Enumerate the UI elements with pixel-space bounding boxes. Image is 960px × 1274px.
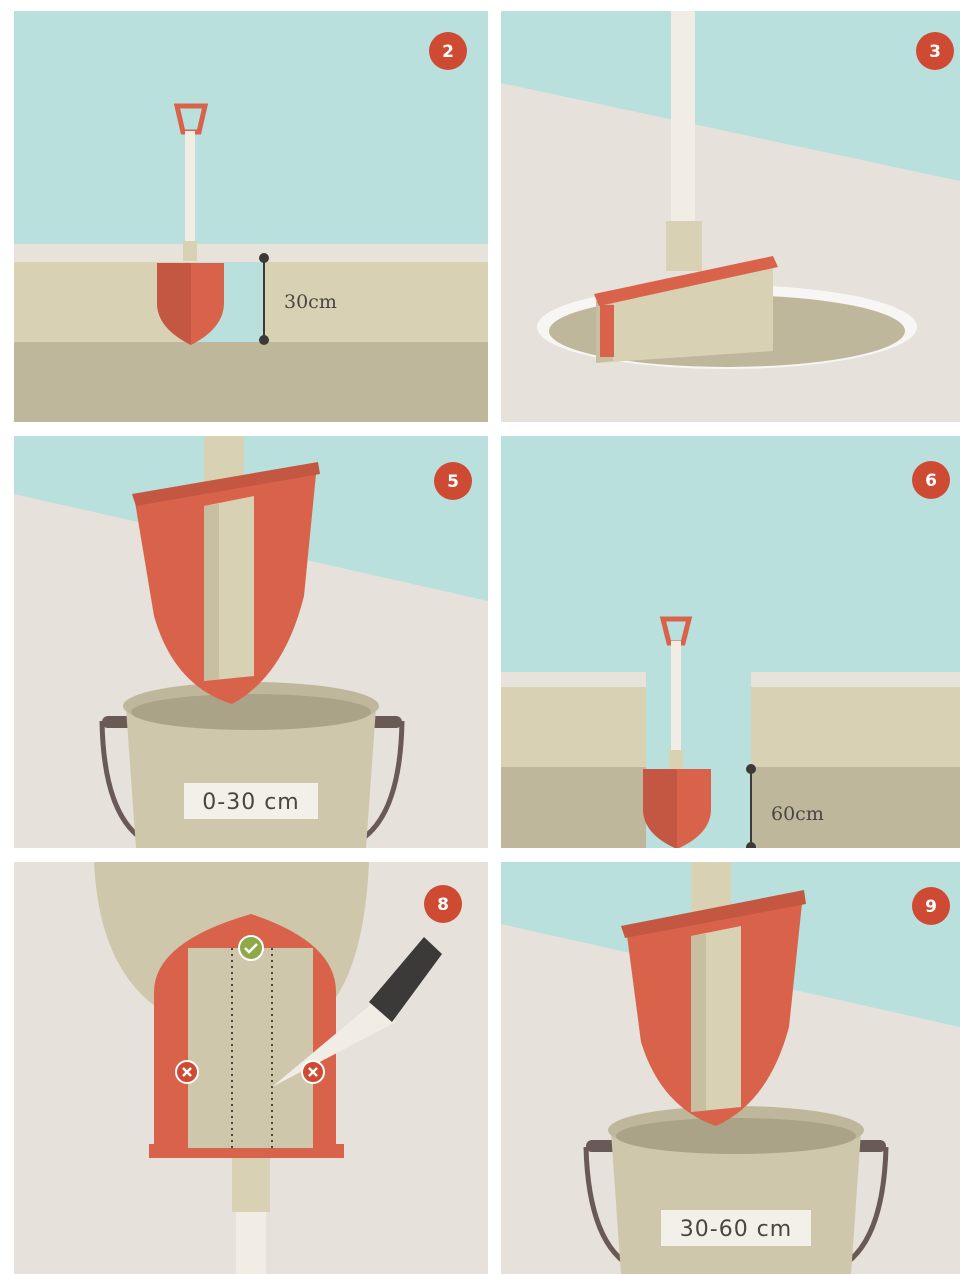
bucket-label: 30-60 cm [680, 1217, 792, 1242]
step-badge: 9 [912, 887, 950, 925]
spade-handle [671, 11, 695, 226]
cross-icon [176, 1061, 198, 1083]
step-badge: 2 [429, 32, 467, 70]
cross-icon [302, 1061, 324, 1083]
step-badge: 3 [916, 32, 954, 70]
checkmark-icon [239, 936, 263, 960]
step-number: 8 [437, 895, 449, 915]
spade-socket [666, 221, 702, 271]
step-2-panel: 30cm 2 [14, 11, 488, 422]
bucket-label: 0-30 cm [202, 790, 299, 815]
spade-handle [236, 1212, 266, 1274]
step-badge: 8 [424, 885, 462, 923]
step-3-panel: 3 [501, 11, 960, 422]
spade-socket [232, 1152, 270, 1212]
step-number: 3 [929, 42, 941, 62]
step-9-panel: 30-60 cm 9 [501, 862, 960, 1274]
step-number: 5 [447, 472, 459, 492]
step-8-panel: 8 [14, 862, 488, 1274]
step-number: 6 [925, 471, 937, 491]
horizon [14, 244, 488, 262]
spade-handle [691, 862, 731, 912]
step-badge: 5 [434, 462, 472, 500]
depth-label: 30cm [284, 291, 337, 313]
depth-label: 60cm [771, 803, 824, 825]
bucket-icon: 30-60 cm [586, 1106, 886, 1274]
step-badge: 6 [912, 461, 950, 499]
step-number: 2 [442, 42, 454, 62]
step-6-panel: 60cm 6 [501, 436, 960, 848]
step-5-panel: 0-30 cm 5 [14, 436, 488, 848]
step-number: 9 [925, 897, 937, 917]
bucket-icon: 0-30 cm [102, 682, 402, 848]
subsoil-layer [14, 342, 488, 422]
